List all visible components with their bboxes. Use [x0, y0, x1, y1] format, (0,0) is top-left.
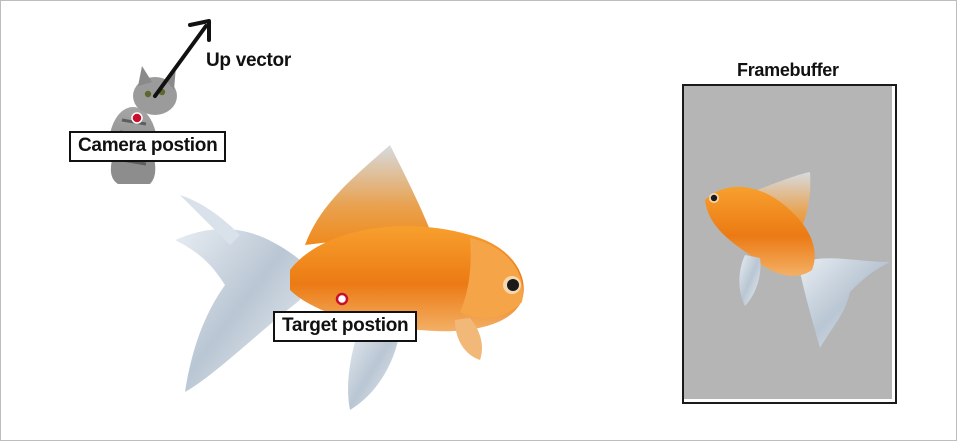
target-marker: [337, 294, 347, 304]
camera-position-label: Camera postion: [69, 131, 226, 162]
up-vector-label: Up vector: [206, 50, 291, 72]
up-vector-arrow: [155, 21, 209, 96]
framebuffer-title: Framebuffer: [737, 60, 839, 81]
goldfish-icon: [175, 145, 524, 410]
camera-marker: [132, 113, 142, 123]
target-position-label: Target postion: [273, 311, 417, 342]
cat-icon: [109, 66, 177, 184]
framebuffer-box: [682, 84, 897, 404]
